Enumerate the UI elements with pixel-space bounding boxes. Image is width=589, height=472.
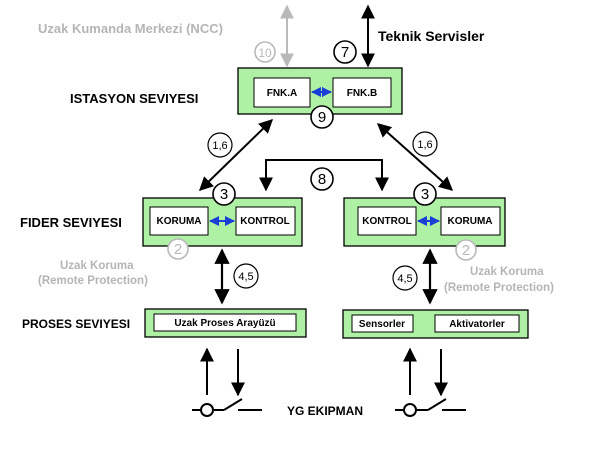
- feeder-level-label: FIDER SEVIYESI: [20, 215, 122, 230]
- peer-link-arrow: [259, 159, 389, 192]
- left-kontrol-box: [235, 206, 296, 236]
- right-process-link-label: 4,5: [397, 273, 412, 285]
- sensors-label: Sensorler: [359, 319, 405, 330]
- right-process-link-circle: [392, 265, 418, 291]
- right-remote-line1: Uzak Koruma: [470, 266, 544, 278]
- tech-number: 7: [341, 44, 349, 61]
- right-diagonal-arrow: [376, 123, 454, 191]
- left-diagonal-arrow: [198, 119, 274, 191]
- left-remote-line1: Uzak Koruma: [60, 260, 134, 272]
- station-number: 9: [318, 109, 326, 126]
- sensors-box: [351, 314, 414, 333]
- right-feeder-number: 3: [421, 186, 429, 203]
- left-remote-number-circle: [167, 238, 189, 260]
- left-switch-icon: [192, 398, 262, 417]
- process-level-label: PROSES SEVIYESI: [22, 317, 130, 331]
- left-link-label: 1,6: [212, 140, 227, 152]
- right-kontrol-label: KONTROL: [362, 216, 411, 227]
- right-kontrol-box: [357, 206, 417, 236]
- station-level-label: ISTASYON SEVIYESI: [70, 91, 198, 106]
- left-process-inner: [153, 313, 297, 332]
- actuators-box: [434, 314, 520, 333]
- station-number-circle: [310, 105, 334, 129]
- right-koruma-box: [440, 206, 501, 236]
- peer-number-circle: [310, 167, 334, 191]
- left-koruma-box: [149, 206, 209, 236]
- left-feeder-number: 3: [220, 186, 228, 203]
- fnk-a-box: [253, 77, 311, 108]
- equipment-label: YG EKIPMAN: [287, 404, 363, 418]
- right-remote-line2: (Remote Protection): [444, 282, 554, 294]
- ncc-label: Uzak Kumanda Merkezi (NCC): [38, 21, 223, 36]
- left-process-link-label: 4,5: [238, 271, 253, 283]
- right-feeder-number-circle: [413, 182, 437, 206]
- left-remote-number: 2: [174, 241, 182, 258]
- ncc-number-circle: [254, 41, 276, 63]
- left-link-circle: [207, 132, 233, 158]
- ncc-number: 10: [258, 46, 272, 60]
- tech-number-circle: [333, 40, 357, 64]
- left-feeder-number-circle: [212, 182, 236, 206]
- right-link-label: 1,6: [417, 139, 432, 151]
- left-koruma-label: KORUMA: [157, 216, 202, 227]
- left-process-label: Uzak Proses Arayüzü: [174, 318, 275, 329]
- actuators-label: Aktivatorler: [449, 319, 505, 330]
- right-remote-number-circle: [455, 239, 477, 261]
- fnk-a-label: FNK.A: [267, 88, 298, 99]
- fnk-b-label: FNK.B: [347, 88, 378, 99]
- fnk-b-box: [332, 77, 392, 108]
- left-kontrol-label: KONTROL: [240, 216, 289, 227]
- right-switch-icon: [395, 398, 466, 417]
- tech-label: Teknik Servisler: [378, 28, 485, 44]
- right-koruma-label: KORUMA: [448, 216, 493, 227]
- peer-number: 8: [318, 171, 326, 188]
- left-remote-line2: (Remote Protection): [38, 275, 148, 287]
- right-remote-number: 2: [462, 242, 470, 259]
- right-link-circle: [412, 131, 438, 157]
- left-process-link-circle: [233, 263, 259, 289]
